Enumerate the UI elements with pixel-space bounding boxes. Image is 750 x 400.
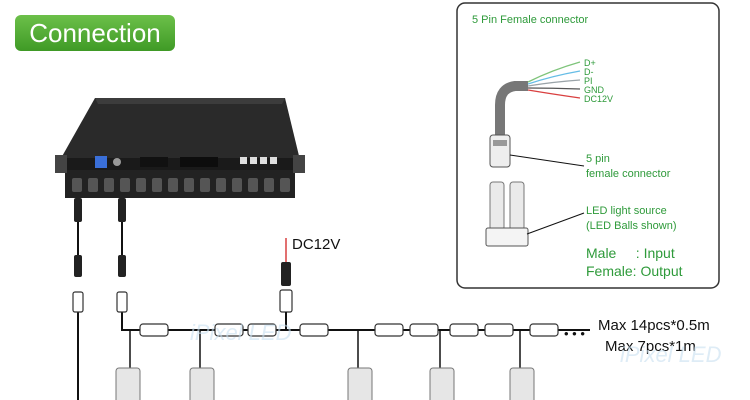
pin-dplus: D+ <box>584 58 596 68</box>
female-connector-icon <box>489 134 511 168</box>
pin-connector-label-2: female connector <box>586 168 671 180</box>
inset-title: 5 Pin Female connector <box>472 14 589 26</box>
female-output-label: Female: Output <box>586 263 683 279</box>
watermark-left: iPixel LED <box>190 320 292 345</box>
dc12v-injection <box>279 238 293 330</box>
male-input-label: Male : Input <box>586 245 675 261</box>
led-source-label-2: (LED Balls shown) <box>586 220 676 232</box>
controller-unit <box>55 98 305 198</box>
light-drops <box>129 330 521 370</box>
badge-title: Connection <box>29 18 161 48</box>
power-connector-icon <box>95 156 107 168</box>
output-ports <box>72 178 290 192</box>
pin-dc12v: DC12V <box>584 94 613 104</box>
chain-connectors <box>139 323 559 337</box>
dc12v-label: DC12V <box>292 236 340 253</box>
max-length-1m-label: Max 7pcs*1m <box>605 338 696 355</box>
cable-connectors <box>74 198 126 277</box>
pin-gnd: GND <box>584 85 605 95</box>
pin-pi: PI <box>584 76 593 86</box>
pin-connector-label-1: 5 pin <box>586 153 610 165</box>
led-light-tubes <box>115 367 535 400</box>
pin-wires <box>527 61 581 99</box>
connection-badge: Connection <box>15 15 175 51</box>
cable-connectors-lower <box>72 291 128 313</box>
watermark-right: iPixel LED <box>620 342 722 367</box>
connector-inset: 5 Pin Female connector D+ D- PI GND DC12… <box>456 2 720 289</box>
pin-dminus: D- <box>584 67 594 77</box>
led-source-icon <box>485 181 529 247</box>
connector-cable-icon <box>495 81 528 135</box>
max-length-05m-label: Max 14pcs*0.5m <box>598 317 710 334</box>
continuation-dots: • • • <box>564 326 585 341</box>
led-source-label-1: LED light source <box>586 205 667 217</box>
